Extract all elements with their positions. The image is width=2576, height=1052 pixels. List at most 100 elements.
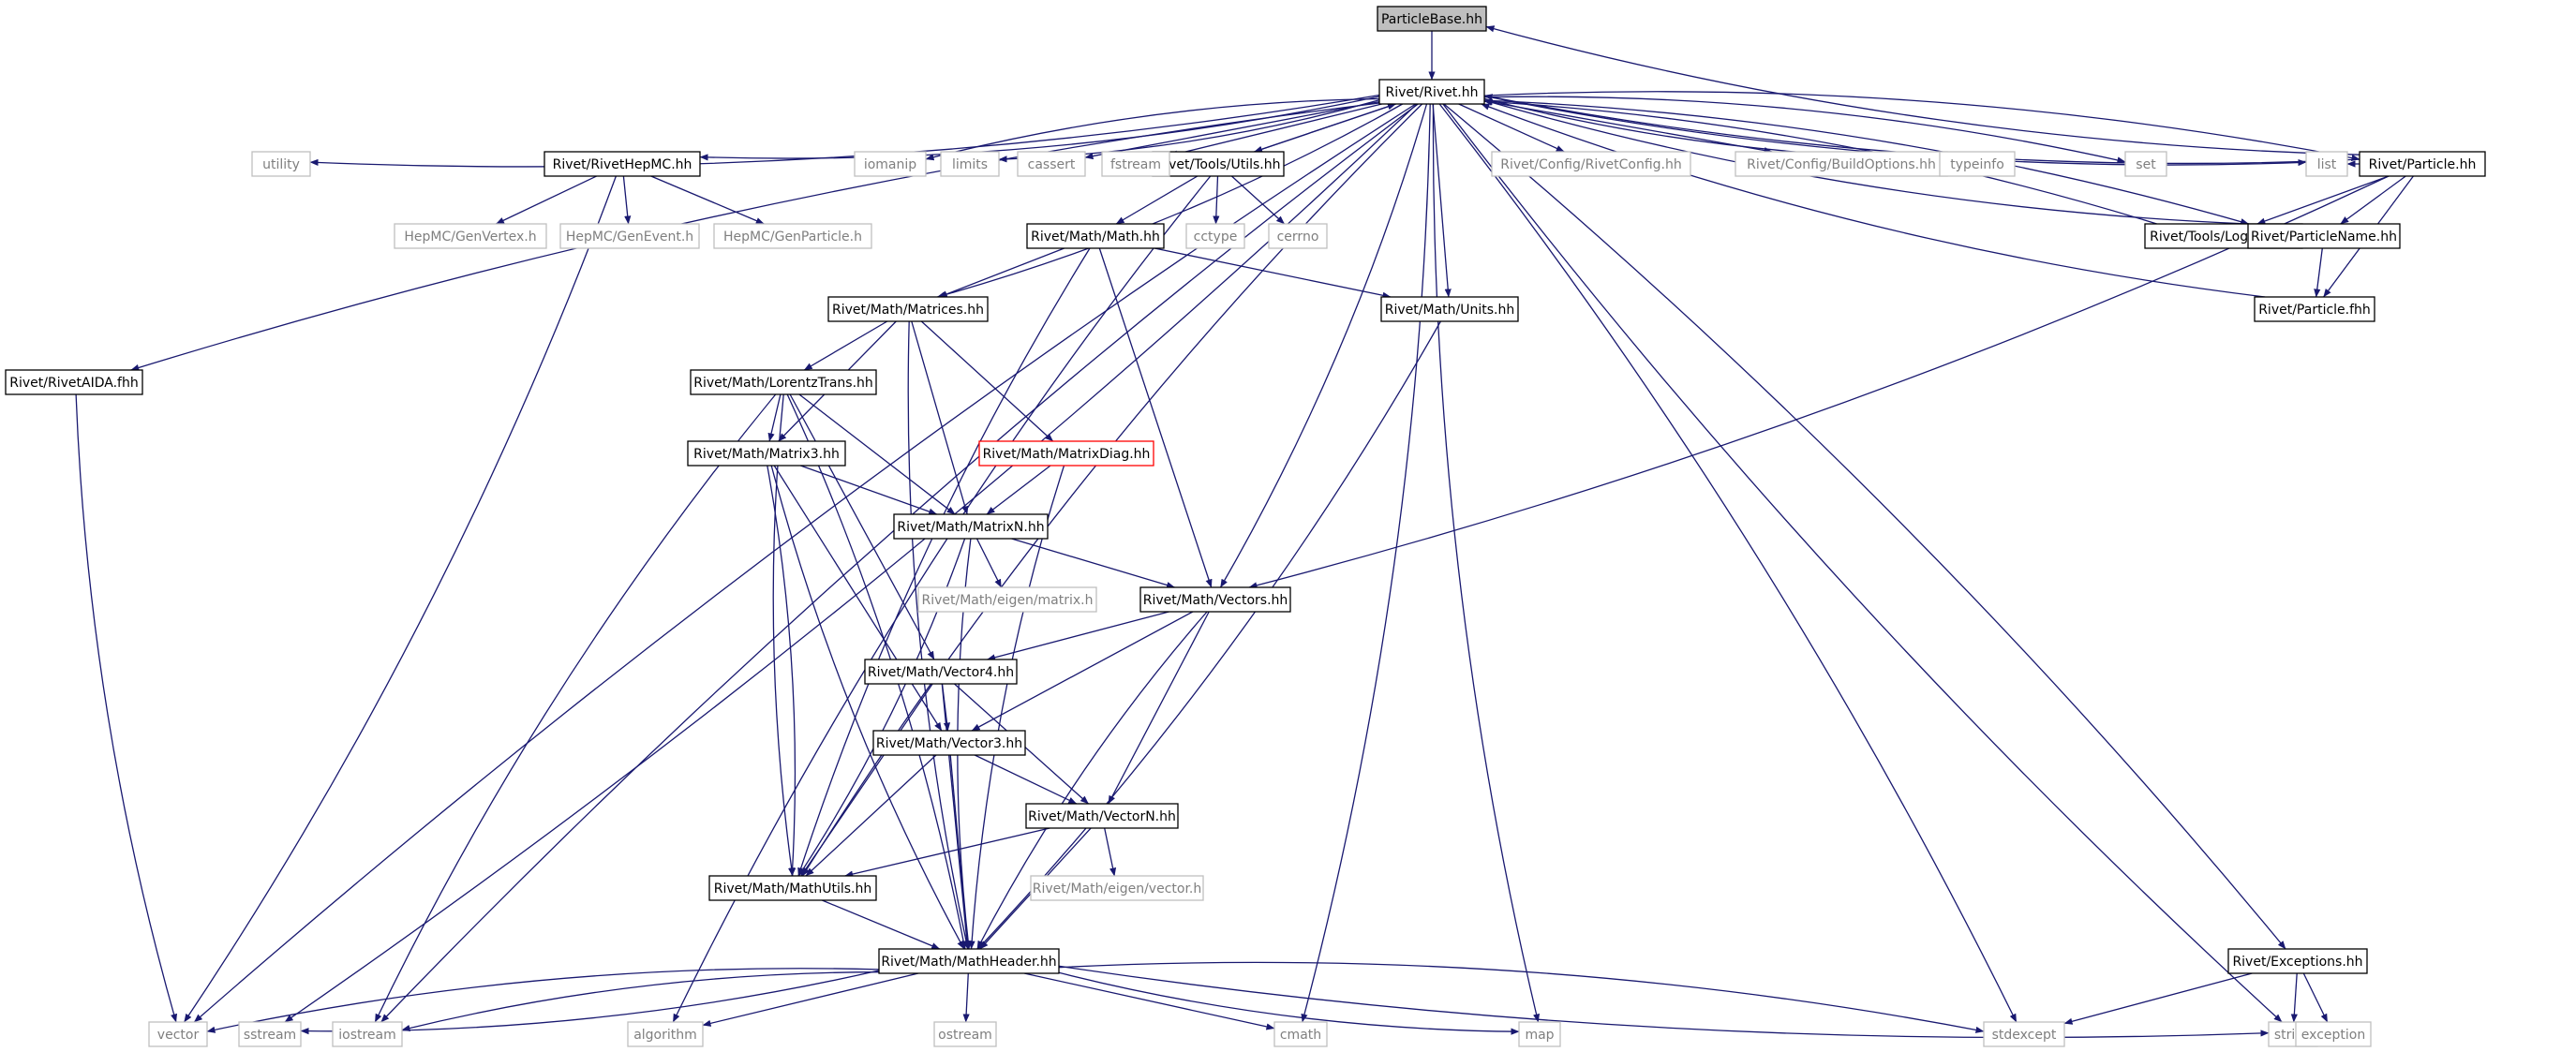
edges-layer <box>75 25 2414 1039</box>
node-label-mathutils: Rivet/Math/MathUtils.hh <box>714 882 872 896</box>
node-rivethepmc[interactable]: Rivet/RivetHepMC.hh <box>543 151 701 177</box>
node-label-map: map <box>1525 1028 1554 1043</box>
node-box-matrixdiag <box>978 440 1154 467</box>
node-matrix3[interactable]: Rivet/Math/Matrix3.hh <box>687 440 846 467</box>
edge-particlename-to-particle_fhh <box>2314 247 2323 298</box>
edge-mathheader-to-string <box>1058 965 2270 1039</box>
node-label-vector3: Rivet/Math/Vector3.hh <box>876 736 1022 751</box>
node-box-vector4 <box>864 659 1018 685</box>
edge-vectors-to-vector4 <box>987 611 1169 661</box>
node-particle_fhh[interactable]: Rivet/Particle.fhh <box>2254 296 2375 322</box>
node-rivetaida[interactable]: Rivet/RivetAIDA.fhh <box>5 369 143 395</box>
node-particlename[interactable]: Rivet/ParticleName.hh <box>2247 223 2401 249</box>
node-label-tools_utils: Rivet/Tools/Utils.hh <box>1156 157 1281 172</box>
node-box-utility <box>251 151 311 177</box>
node-math_math[interactable]: Rivet/Math/Math.hh <box>1026 223 1165 249</box>
edge-exceptions-to-stdexcept <box>2063 972 2253 1025</box>
node-box-list <box>2305 151 2348 177</box>
node-mathutils[interactable]: Rivet/Math/MathUtils.hh <box>708 875 877 901</box>
node-box-map <box>1518 1021 1561 1047</box>
node-iomanip: iomanip <box>854 151 927 177</box>
node-box-particlebase <box>1377 6 1487 32</box>
node-stdexcept: stdexcept <box>1983 1021 2065 1047</box>
node-label-exception: exception <box>2301 1028 2365 1043</box>
node-label-ostream: ostream <box>938 1028 992 1043</box>
edge-mathheader-to-stdexcept <box>1058 961 1985 1033</box>
node-lorentztrans[interactable]: Rivet/Math/LorentzTrans.hh <box>690 369 877 395</box>
node-label-mathheader: Rivet/Math/MathHeader.hh <box>881 955 1056 970</box>
edge-rivet-to-iomanip <box>925 97 1380 161</box>
edge-units-to-mathheader <box>977 320 1441 950</box>
node-vectors[interactable]: Rivet/Math/Vectors.hh <box>1139 586 1291 613</box>
node-box-algorithm <box>627 1021 704 1047</box>
edge-rivet-to-rivethepmc <box>699 96 1380 161</box>
node-vector4[interactable]: Rivet/Math/Vector4.hh <box>864 659 1018 685</box>
node-box-set <box>2124 151 2167 177</box>
node-label-limits: limits <box>952 157 988 172</box>
node-particlebase[interactable]: ParticleBase.hh <box>1377 6 1487 32</box>
node-box-particle_hh <box>2359 151 2486 177</box>
node-label-eigen_vector: Rivet/Math/eigen/vector.h <box>1033 882 1202 896</box>
node-box-ostream <box>933 1021 997 1047</box>
edge-rivet-to-stdexcept <box>1438 103 2018 1023</box>
node-vector3[interactable]: Rivet/Math/Vector3.hh <box>872 730 1026 756</box>
node-box-units <box>1380 296 1519 322</box>
node-label-cmath: cmath <box>1280 1028 1321 1043</box>
node-utility: utility <box>251 151 311 177</box>
node-matrices[interactable]: Rivet/Math/Matrices.hh <box>827 296 989 322</box>
edge-math_math-to-units <box>1154 247 1392 299</box>
node-box-particlename <box>2247 223 2401 249</box>
node-label-eigen_matrix: Rivet/Math/eigen/matrix.h <box>921 593 1093 608</box>
edge-matrices-to-lorentztrans <box>803 320 888 371</box>
node-eigen_matrix: Rivet/Math/eigen/matrix.h <box>917 586 1097 613</box>
edge-rivet-to-fstream <box>1169 103 1382 157</box>
node-box-vector <box>148 1021 208 1047</box>
node-label-vector4: Rivet/Math/Vector4.hh <box>868 665 1014 680</box>
node-label-matrixn: Rivet/Math/MatrixN.hh <box>897 520 1044 535</box>
node-mathheader[interactable]: Rivet/Math/MathHeader.hh <box>878 948 1060 974</box>
node-label-vectorn: Rivet/Math/VectorN.hh <box>1028 809 1176 824</box>
node-matrixn[interactable]: Rivet/Math/MatrixN.hh <box>893 513 1049 540</box>
node-label-math_math: Rivet/Math/Math.hh <box>1031 230 1160 244</box>
node-box-cassert <box>1017 151 1086 177</box>
edge-vectors-to-vectorn <box>1108 611 1210 805</box>
edge-rivethepmc-to-genevent <box>622 175 632 225</box>
node-box-rivetaida <box>5 369 143 395</box>
edge-particle_hh-to-logging <box>2256 175 2390 225</box>
node-units[interactable]: Rivet/Math/Units.hh <box>1380 296 1519 322</box>
node-limits: limits <box>940 151 1000 177</box>
edge-math_math-to-vectors <box>1098 247 1213 588</box>
node-box-matrix3 <box>687 440 846 467</box>
edge-mathheader-to-algorithm <box>702 972 919 1027</box>
edge-math_math-to-matrices <box>938 247 1065 298</box>
node-box-matrices <box>827 296 989 322</box>
edge-mathheader-to-iostream <box>401 971 880 1031</box>
node-particle_hh[interactable]: Rivet/Particle.hh <box>2359 151 2486 177</box>
node-label-rivethepmc: Rivet/RivetHepMC.hh <box>553 157 692 172</box>
node-label-particle_hh: Rivet/Particle.hh <box>2369 157 2477 172</box>
edge-matrices-to-mathheader <box>907 320 970 950</box>
node-label-algorithm: algorithm <box>633 1028 697 1043</box>
node-exceptions[interactable]: Rivet/Exceptions.hh <box>2227 948 2368 974</box>
node-rivet[interactable]: Rivet/Rivet.hh <box>1378 79 1485 105</box>
node-label-particle_fhh: Rivet/Particle.fhh <box>2258 303 2371 318</box>
node-label-fstream: fstream <box>1110 157 1161 172</box>
edge-math_math-to-mathutils <box>797 247 1091 877</box>
nodes-layer: ParticleBase.hhRivet/Rivet.hhRivet/Rivet… <box>5 6 2486 1047</box>
node-tools_utils[interactable]: Rivet/Tools/Utils.hh <box>1152 151 1285 177</box>
edge-tools_utils-to-rivet <box>1254 103 1396 153</box>
edge-tools_utils-to-math_math <box>1115 175 1199 225</box>
node-rivetconfig: Rivet/Config/RivetConfig.hh <box>1491 151 1691 177</box>
edge-mathheader-to-ostream <box>962 972 970 1023</box>
node-box-vector3 <box>872 730 1026 756</box>
node-box-rivet <box>1378 79 1485 105</box>
node-label-matrices: Rivet/Math/Matrices.hh <box>832 303 984 318</box>
edge-particlename-to-rivet <box>1483 98 2249 225</box>
node-ostream: ostream <box>933 1021 997 1047</box>
edge-mathheader-to-cmath <box>1023 972 1275 1030</box>
node-label-utility: utility <box>262 157 300 172</box>
node-vectorn[interactable]: Rivet/Math/VectorN.hh <box>1025 803 1179 829</box>
edge-lorentztrans-to-vector4 <box>789 393 935 660</box>
